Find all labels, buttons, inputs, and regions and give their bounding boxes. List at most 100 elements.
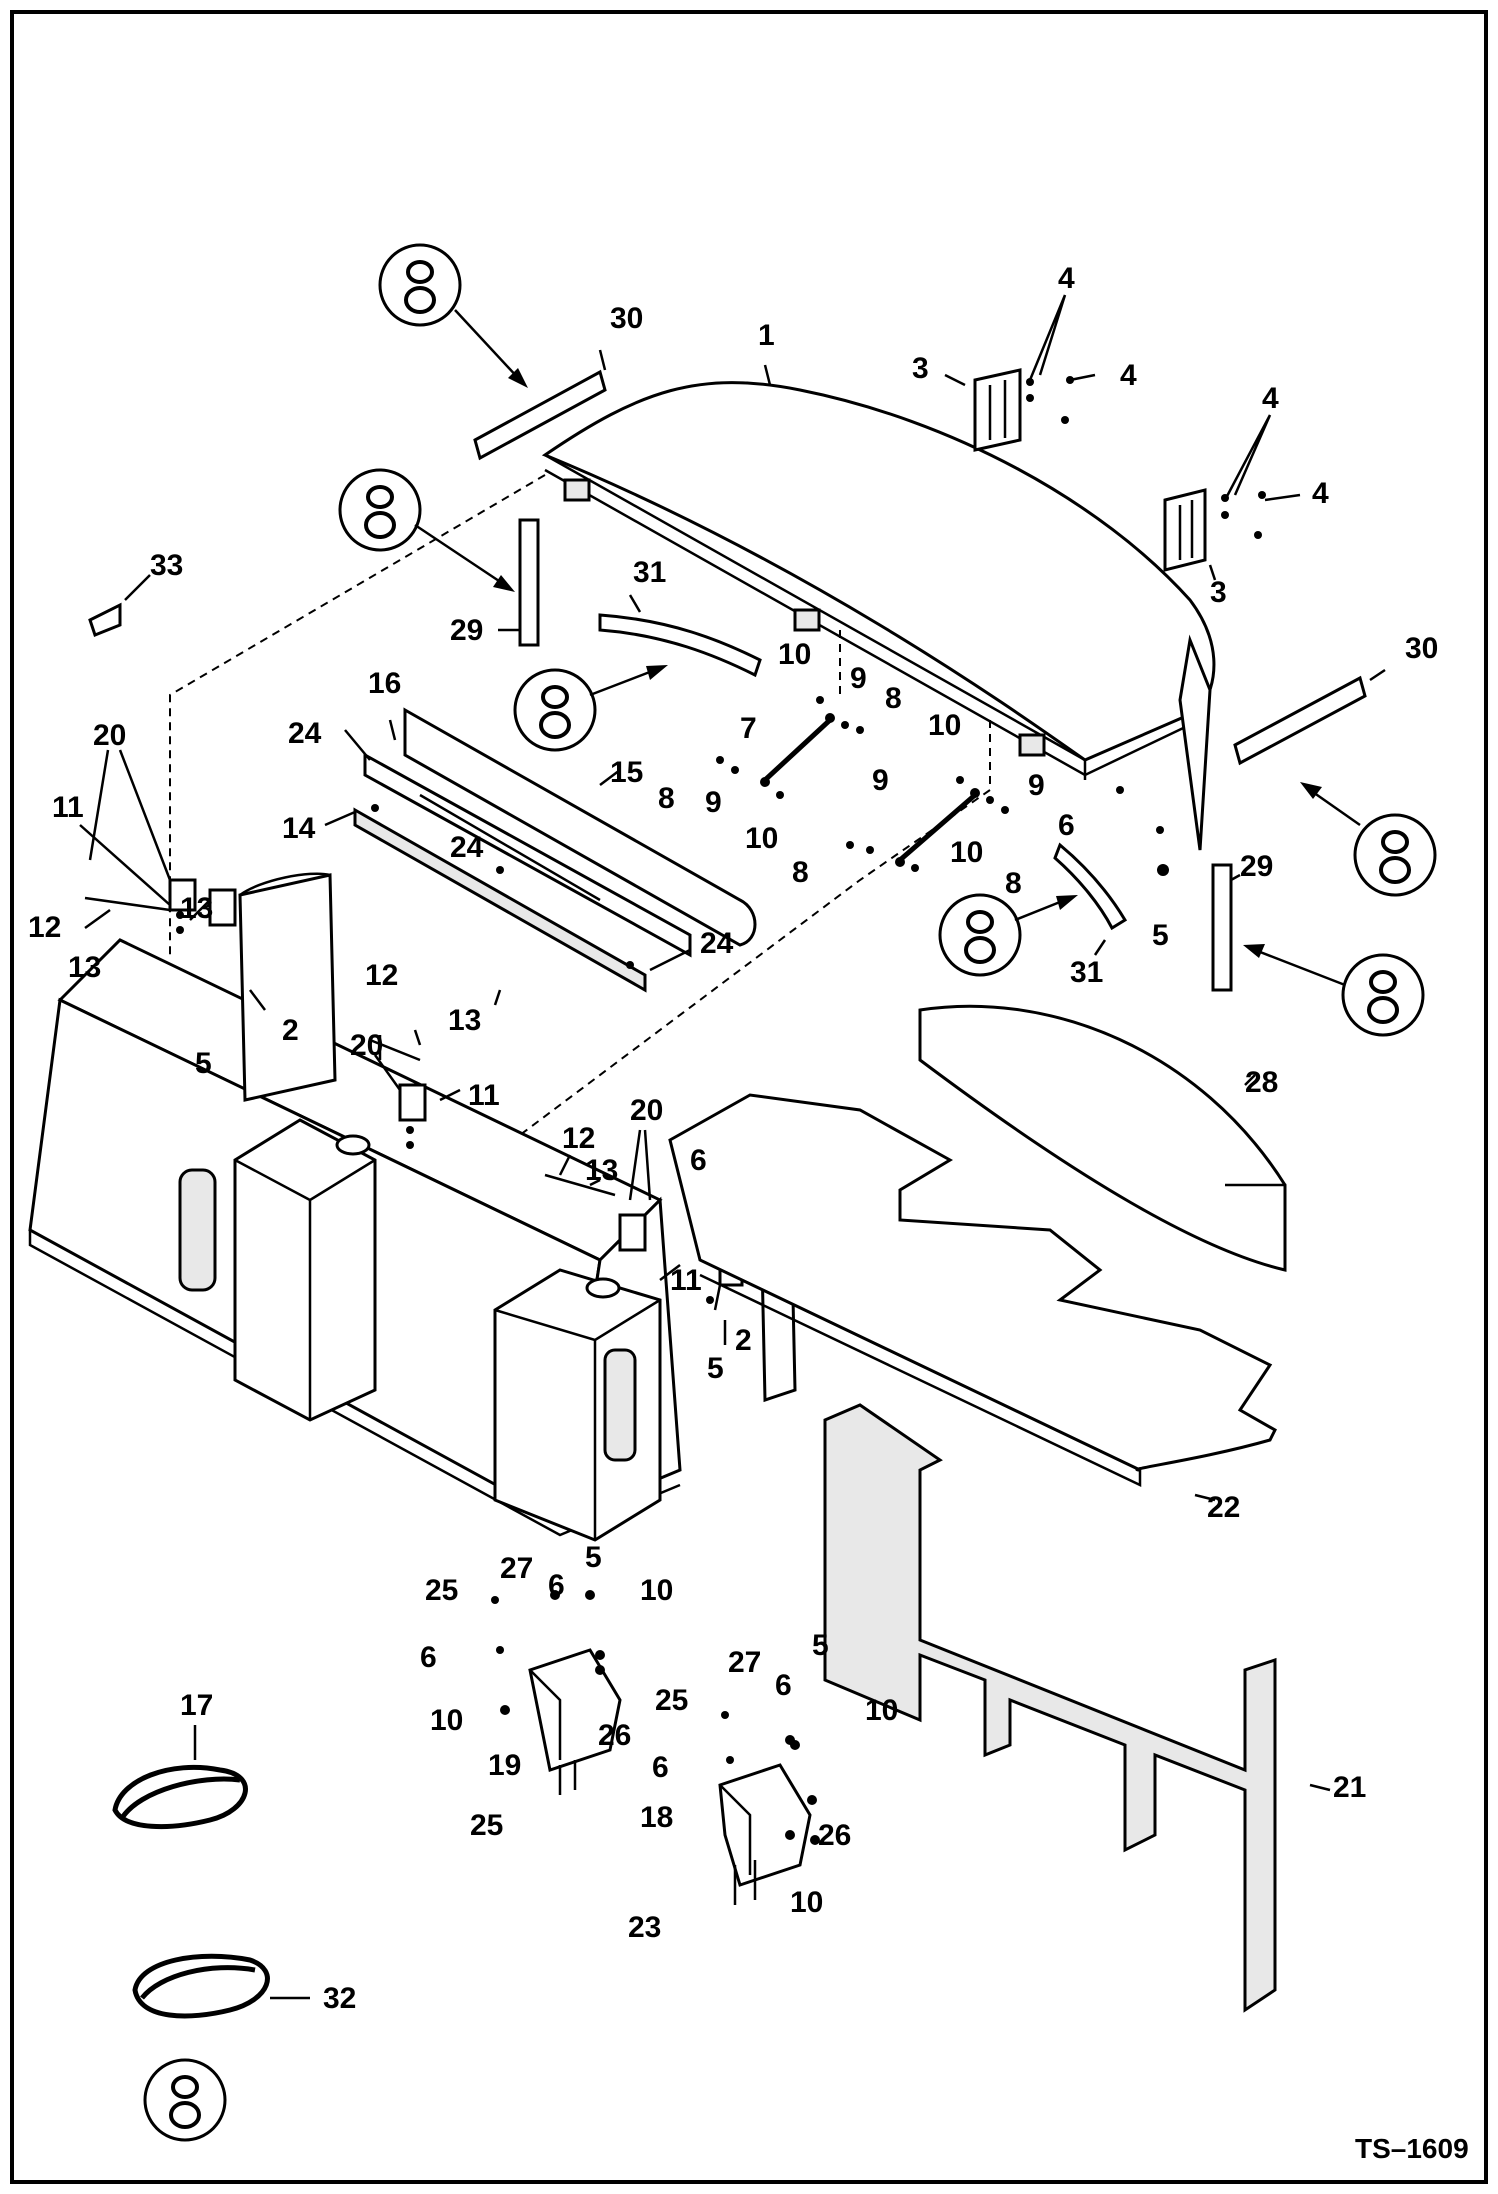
callout-20b: 20 (350, 1029, 383, 1062)
callout-6c: 6 (548, 1569, 565, 1602)
callout-9c: 9 (872, 764, 889, 797)
callout-10g: 10 (865, 1694, 898, 1727)
callout-8: 8 (885, 682, 902, 715)
adhesive-symbol-6 (1341, 953, 1425, 1037)
callout-8d: 8 (1005, 867, 1022, 900)
callout-4c: 4 (1262, 382, 1279, 415)
callout-2: 2 (735, 1324, 752, 1357)
callout-5d: 5 (585, 1541, 602, 1574)
callout-4d: 4 (1312, 477, 1329, 510)
mount-bracket-18 (718, 1711, 820, 1905)
floor-mat-22-edge (699, 1258, 1142, 1487)
callout-30: 30 (610, 302, 643, 335)
weather-strip-17 (112, 1764, 248, 1829)
clip-33 (88, 602, 122, 637)
canopy-fasteners (1116, 786, 1169, 876)
latch-bracket-upper (973, 368, 1074, 452)
callout-30b: 30 (1405, 632, 1438, 665)
seal-strip-30-left (473, 369, 607, 461)
foam-pad-28-edge (918, 1010, 1287, 1270)
callout-5b: 5 (195, 1047, 212, 1080)
callout-22: 22 (1207, 1491, 1240, 1524)
alignment-line (169, 474, 546, 960)
callout-21: 21 (1333, 1771, 1366, 1804)
callout-6d: 6 (420, 1641, 437, 1674)
seal-strip-29-right (1211, 863, 1233, 992)
seal-strip-30-right (1233, 675, 1367, 766)
callout-32: 32 (323, 1982, 356, 2015)
callout-6e: 6 (775, 1669, 792, 1702)
callout-19: 19 (488, 1749, 521, 1782)
callout-2b: 2 (282, 1014, 299, 1047)
callout-12c: 12 (562, 1122, 595, 1155)
callout-3b: 3 (1210, 576, 1227, 609)
callout-15: 15 (610, 756, 643, 789)
page-border (10, 10, 1488, 2184)
seal-strip-31-upper (598, 613, 762, 678)
callout-13b: 13 (68, 951, 101, 984)
callout-18: 18 (640, 1801, 673, 1834)
callout-5e: 5 (812, 1629, 829, 1662)
callout-25: 25 (425, 1574, 458, 1607)
callout-25b: 25 (470, 1809, 503, 1842)
callout-11: 11 (52, 791, 84, 824)
callout-28: 28 (1245, 1066, 1278, 1099)
callout-27: 27 (500, 1552, 533, 1585)
callout-13c: 13 (448, 1004, 481, 1037)
callout-24c: 24 (700, 927, 734, 960)
callout-6b: 6 (690, 1144, 707, 1177)
callout-9b: 9 (705, 786, 722, 819)
callout-11b: 11 (468, 1079, 500, 1112)
callout-25c: 25 (655, 1684, 688, 1717)
callout-23: 23 (628, 1911, 661, 1944)
callout-9: 9 (850, 662, 867, 695)
seal-strip-29-left (518, 518, 540, 647)
canopy-cover-part (541, 381, 1216, 851)
callout-24b: 24 (450, 831, 484, 864)
callout-31: 31 (633, 556, 666, 589)
callout-10c: 10 (745, 822, 778, 855)
callout-9d: 9 (1028, 769, 1045, 802)
main-frame-housing (28, 872, 682, 1542)
seal-strip-31-lower (1053, 842, 1128, 931)
callout-8b: 8 (658, 782, 675, 815)
callout-33: 33 (150, 549, 183, 582)
adhesive-symbol-1 (378, 243, 462, 327)
callout-24: 24 (288, 717, 322, 750)
callout-26: 26 (598, 1719, 631, 1752)
adhesive-symbol-5 (938, 893, 1022, 977)
callout-12b: 12 (365, 959, 398, 992)
callout-3: 3 (912, 352, 929, 385)
weather-strip-32 (132, 1953, 270, 2019)
gas-strut-7b (898, 793, 977, 862)
callout-4: 4 (1058, 262, 1075, 295)
callout-13d: 13 (585, 1154, 618, 1187)
callout-13: 13 (180, 892, 213, 925)
callout-labels: 1 2 2 3 3 4 4 4 4 5 5 5 5 5 6 6 6 6 6 6 … (28, 262, 1438, 2015)
callout-17: 17 (180, 1689, 213, 1722)
callout-27b: 27 (728, 1646, 761, 1679)
adhesive-symbol-3 (513, 668, 597, 752)
latch-bracket-lower (1163, 488, 1266, 572)
callout-11c: 11 (670, 1264, 702, 1297)
callout-20: 20 (93, 719, 126, 752)
adhesive-symbol-4 (1353, 813, 1437, 897)
callout-8c: 8 (792, 856, 809, 889)
callout-7: 7 (740, 712, 757, 745)
hinge-hardware-left (84, 878, 237, 934)
leader-lines (79, 294, 1386, 1792)
symbol-arrows (414, 309, 1361, 987)
document-id: TS–1609 (1355, 2133, 1469, 2164)
callout-4b: 4 (1120, 359, 1137, 392)
callout-10f: 10 (430, 1704, 463, 1737)
callout-31b: 31 (1070, 956, 1103, 989)
callout-10e: 10 (640, 1574, 673, 1607)
callout-20c: 20 (630, 1094, 663, 1127)
front-panel-assembly (353, 707, 757, 993)
callout-16: 16 (368, 667, 401, 700)
adhesive-symbol-2 (338, 468, 422, 552)
strut-hardware-dots (716, 696, 1009, 872)
alignment-line (459, 720, 991, 1181)
